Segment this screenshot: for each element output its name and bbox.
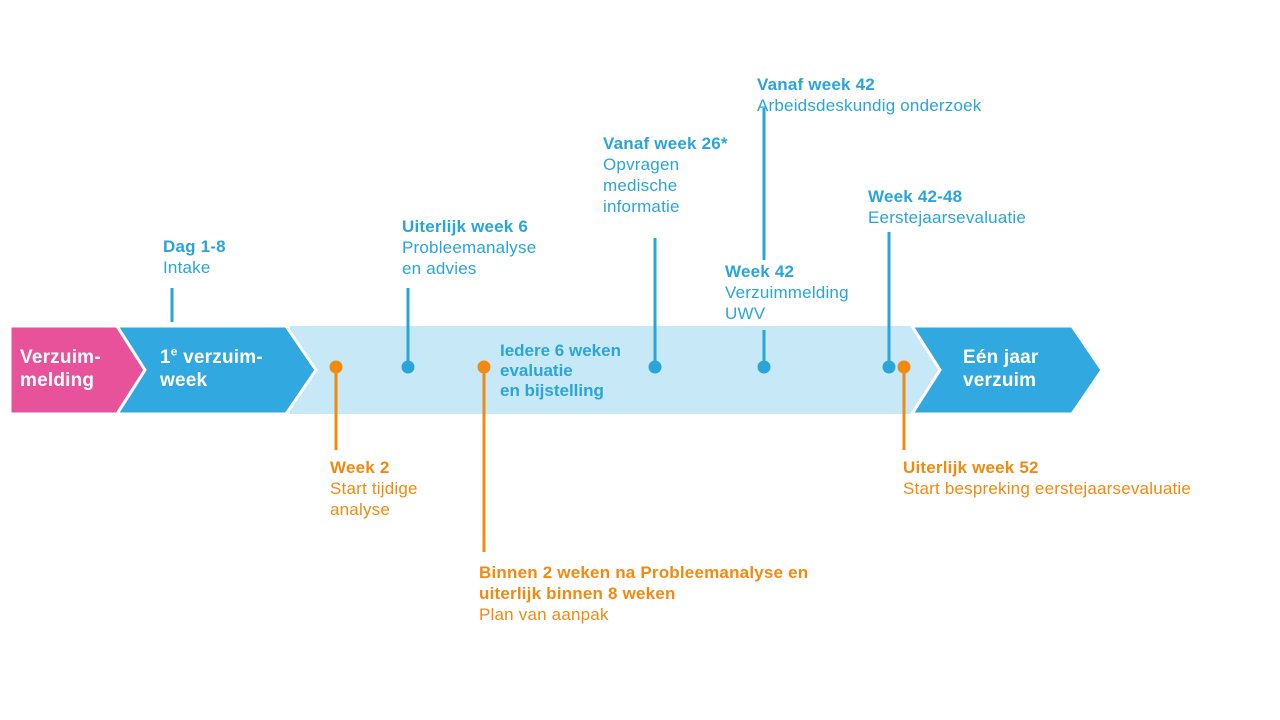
milestone-title: Week 42 (725, 262, 795, 281)
milestone-vanaf-week-42: Vanaf week 42 Arbeidsdeskundig onderzoek (757, 74, 981, 116)
arrow-eerste-week (114, 324, 318, 416)
timeline-band (290, 326, 940, 414)
milestone-text: analyse (330, 500, 390, 519)
dot-week-52 (897, 360, 911, 374)
center-text-line3: en bijstelling (500, 381, 604, 400)
milestone-title: Binnen 2 weken na Probleemanalyse en (479, 563, 809, 582)
arrow-verzuimmelding-label: Verzuim- melding (20, 346, 101, 392)
milestone-text: Probleemanalyse (402, 238, 537, 257)
milestone-title: Uiterlijk week 6 (402, 217, 529, 236)
milestone-week-2: Week 2 Start tijdige analyse (330, 457, 418, 520)
arrow-een-jaar-line2: verzuim (963, 370, 1037, 391)
dot-week-2 (329, 360, 343, 374)
milestone-vanaf-week-26: Vanaf week 26* Opvragen medische informa… (603, 133, 728, 217)
arrow-eerste-week-line2: week (160, 370, 208, 391)
milestone-text: Start tijdige (330, 479, 418, 498)
milestone-text: Opvragen (603, 155, 680, 174)
milestone-text: Eerstejaarsevaluatie (868, 208, 1027, 227)
milestone-plan-van-aanpak: Binnen 2 weken na Probleemanalyse en uit… (479, 562, 808, 625)
arrow-eerste-week-sup: e (170, 344, 178, 359)
arrow-eerste-week-label: 1e verzuim- week (160, 346, 263, 392)
center-text-line2: evaluatie (500, 361, 573, 380)
arrow-een-jaar (909, 324, 1104, 416)
milestone-title-2: uiterlijk binnen 8 weken (479, 584, 676, 603)
center-text-line1: Iedere 6 weken (500, 341, 621, 360)
center-evaluation-label: Iedere 6 weken evaluatie en bijstelling (500, 341, 621, 401)
milestone-week-42: Week 42 Verzuimmelding UWV (725, 261, 849, 324)
milestone-week-42-48: Week 42-48 Eerstejaarsevaluatie (868, 186, 1026, 228)
milestone-uiterlijk-week-52: Uiterlijk week 52 Start bespreking eerst… (903, 457, 1191, 499)
milestone-title: Vanaf week 42 (757, 75, 875, 94)
milestone-text: UWV (725, 304, 766, 323)
milestone-text: Verzuimmelding (725, 283, 849, 302)
dot-plan-van-aanpak (477, 360, 491, 374)
arrow-een-jaar-label: Eén jaar verzuim (963, 346, 1039, 392)
arrow-eerste-week-rest: verzuim- (177, 347, 263, 368)
dot-week-26 (648, 360, 662, 374)
arrow-verzuimmelding-line2: melding (20, 370, 95, 391)
dot-week-42 (757, 360, 771, 374)
milestone-text: medische (603, 176, 678, 195)
arrow-een-jaar-line1: Eén jaar (963, 347, 1039, 368)
milestone-text: informatie (603, 197, 680, 216)
milestone-uiterlijk-week-6: Uiterlijk week 6 Probleemanalyse en advi… (402, 216, 536, 279)
milestone-title: Week 2 (330, 458, 390, 477)
arrow-verzuimmelding-line1: Verzuim- (20, 347, 101, 368)
arrow-eerste-week-prefix: 1 (160, 347, 171, 368)
milestone-title: Dag 1-8 (163, 237, 226, 256)
dot-week-42-48 (882, 360, 896, 374)
milestone-text: en advies (402, 259, 477, 278)
arrow-eerste-week-line1: 1e verzuim- (160, 346, 263, 369)
milestone-text: Arbeidsdeskundig onderzoek (757, 96, 982, 115)
milestone-title: Vanaf week 26* (603, 134, 728, 153)
milestone-title: Uiterlijk week 52 (903, 458, 1039, 477)
milestone-text: Plan van aanpak (479, 605, 609, 624)
milestone-text: Intake (163, 258, 211, 277)
milestone-text: Start bespreking eerstejaarsevaluatie (903, 479, 1192, 498)
dot-week-6 (401, 360, 415, 374)
milestone-dag-1-8: Dag 1-8 Intake (163, 236, 226, 278)
milestone-title: Week 42-48 (868, 187, 963, 206)
